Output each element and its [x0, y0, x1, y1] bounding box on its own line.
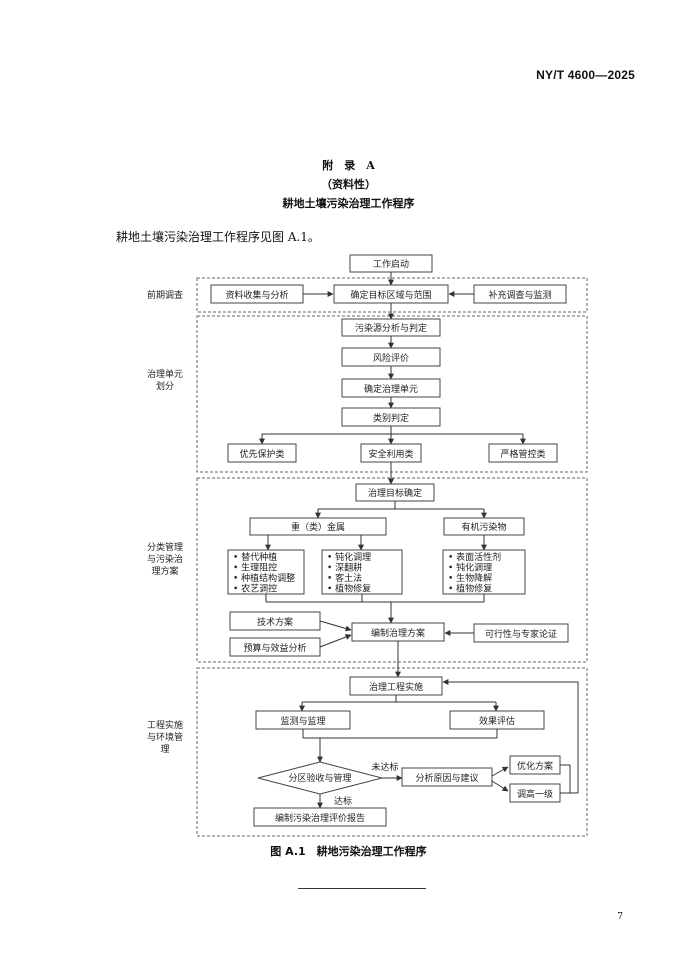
compile-label: 编制治理方案 — [371, 627, 425, 639]
feedback-arrow — [442, 679, 579, 793]
arrow — [319, 634, 352, 648]
implement-label: 治理工程实施 — [369, 681, 423, 693]
priority-label: 优先保护类 — [239, 448, 284, 460]
collect-label: 资料收集与分析 — [225, 289, 288, 301]
phase-region-plan — [196, 477, 588, 663]
measure-item: • 深翻耕 — [327, 562, 362, 574]
measure-item: • 生物降解 — [448, 572, 492, 584]
not-met-label: 未达标 — [371, 761, 398, 773]
measures-a-list: • 替代种植• 生理阻控• 种植结构调整• 农艺调控 — [233, 551, 295, 595]
plan-target-label: 治理目标确定 — [368, 487, 422, 499]
standard-code: NY/T 4600—2025 — [536, 68, 635, 82]
start-label: 工作启动 — [373, 258, 409, 270]
met-label: 达标 — [334, 795, 352, 807]
analysis-label: 分析原因与建议 — [415, 772, 478, 784]
upgrade-label: 调高一级 — [517, 788, 553, 800]
report-label: 编制污染治理评价报告 — [275, 812, 365, 824]
monitor-label: 监测与监理 — [280, 715, 325, 727]
measure-item: • 植物修复 — [448, 583, 492, 595]
optimize-label: 优化方案 — [517, 760, 553, 772]
measure-item: • 表面活性剂 — [448, 551, 501, 563]
acceptance-label: 分区验收与管理 — [288, 772, 351, 784]
heavy-metal-label: 重（类）金属 — [291, 521, 345, 533]
phase-label-survey: 前期调查 — [147, 289, 183, 301]
measure-item: • 客土法 — [327, 572, 362, 584]
appendix-type: （资料性） — [321, 178, 376, 191]
arrow — [491, 766, 509, 777]
target-area-label: 确定目标区域与范围 — [350, 289, 431, 301]
supplement-label: 补充调查与监测 — [488, 289, 551, 301]
footer-rule — [298, 888, 426, 889]
measure-item: • 种植结构调整 — [233, 572, 295, 584]
measures-b-list: • 钝化调理• 深翻耕• 客土法• 植物修复 — [327, 551, 371, 595]
strict-box — [488, 443, 558, 463]
analysis-box — [401, 767, 493, 787]
measures-c-list: • 表面活性剂• 钝化调理• 生物降解• 植物修复 — [448, 551, 501, 595]
feasibility-label: 可行性与专家论证 — [485, 628, 557, 640]
appendix-name: 耕地土壤污染治理工作程序 — [282, 197, 415, 210]
heavy-metal-box — [249, 517, 387, 536]
phase-region-impl — [196, 667, 588, 837]
arrow — [491, 780, 509, 792]
phase-region-survey — [196, 277, 588, 313]
measures-b-box — [321, 549, 403, 595]
intro-text: 耕地土壤污染治理工作程序见图 A.1。 — [116, 230, 320, 244]
risk-label: 风险评价 — [373, 352, 409, 364]
measure-item: • 植物修复 — [327, 583, 371, 595]
phase-label-plan: 分类管理与污染治理方案 — [147, 541, 183, 577]
organic-label: 有机污染物 — [461, 521, 506, 533]
priority-box — [227, 443, 297, 463]
measure-item: • 生理阻控 — [233, 562, 277, 574]
figure-caption: 图 A.1 耕地污染治理工作程序 — [270, 845, 427, 858]
tech-plan-label: 技术方案 — [257, 616, 293, 628]
arrow — [319, 620, 352, 632]
page-number: 7 — [617, 912, 623, 922]
report-box — [253, 807, 387, 827]
evaluate-label: 效果评估 — [479, 715, 515, 727]
strict-label: 严格管控类 — [500, 448, 545, 460]
determine-unit-label: 确定治理单元 — [364, 383, 418, 395]
measures-a-box — [227, 549, 305, 595]
measure-item: • 农艺调控 — [233, 583, 277, 595]
safe-use-label: 安全利用类 — [368, 448, 413, 460]
appendix-title: 附 录 A — [322, 159, 375, 172]
category-label: 类别判定 — [373, 412, 409, 424]
source-label: 污染源分析与判定 — [355, 322, 427, 334]
measure-item: • 替代种植 — [233, 551, 277, 563]
measure-item: • 钝化调理 — [448, 562, 492, 574]
phase-label-unit: 治理单元划分 — [147, 368, 183, 392]
phase-label-impl: 工程实施与环境管理 — [147, 719, 183, 755]
measure-item: • 钝化调理 — [327, 551, 371, 563]
budget-label: 预算与效益分析 — [243, 642, 306, 654]
